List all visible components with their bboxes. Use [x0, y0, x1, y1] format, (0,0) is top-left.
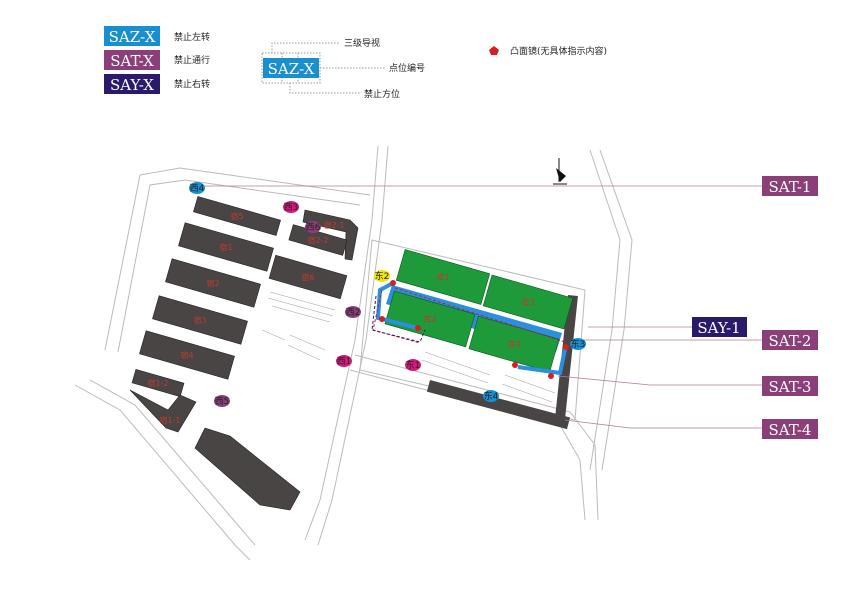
callout-sat-2[interactable]: SAT-2: [769, 332, 812, 350]
marker-east-1[interactable]: 东1: [405, 359, 421, 371]
building-label: 宿1-2: [147, 378, 168, 388]
building: [482, 274, 574, 330]
legend-saz-desc: 禁止左转: [174, 31, 210, 43]
building: [139, 330, 235, 380]
marker-east-4[interactable]: 东4: [483, 390, 499, 402]
west-buildings: 宿5 宿1 宿2 宿3 宿4 宿1-2 宿1-1 宿2-1 宿2-2 宿6: [129, 196, 359, 511]
building: [468, 315, 560, 373]
marker-label: 西1: [337, 356, 352, 367]
building-label: 宿1: [219, 242, 232, 252]
building-label: 库3: [521, 297, 534, 307]
callout-sat-3[interactable]: SAT-3: [769, 378, 812, 396]
legend-diagram-code: SAZ-X: [268, 60, 315, 78]
marker-label: 西4: [190, 183, 205, 194]
marker-east-2[interactable]: 东2: [374, 270, 390, 282]
building: [178, 222, 274, 272]
building: [268, 254, 348, 300]
callout-say-1[interactable]: SAY-1: [697, 319, 740, 337]
marker-east-3[interactable]: 东3: [570, 338, 586, 350]
building: [152, 295, 248, 345]
legend-diagram-top: 三级导视: [344, 37, 380, 49]
marker-label: 西6: [306, 222, 321, 233]
building: [131, 369, 185, 397]
building-label: 宿2: [206, 278, 219, 288]
legend-mirror-desc: 凸面镜(无具体指示内容): [510, 45, 607, 57]
building-label: 宿2-1: [323, 220, 344, 230]
marker-label: 西2: [346, 307, 361, 318]
marker-west-6[interactable]: 西6: [305, 221, 321, 233]
building: [194, 427, 301, 511]
legend-diagram-bottom: 禁止方位: [364, 88, 400, 100]
building: [165, 258, 261, 308]
marker-label: 东1: [406, 359, 421, 371]
building: [193, 196, 281, 236]
legend-sat-desc: 禁止通行: [174, 54, 210, 66]
marker-west-3[interactable]: 西3: [283, 201, 299, 213]
building-label: 宿4: [180, 350, 193, 360]
callout-sat-4[interactable]: SAT-4: [769, 421, 812, 439]
building-label: 宿2-2: [307, 235, 328, 245]
legend-say-badge: [104, 74, 160, 94]
east-buildings: 库1 库2 库3 库4: [371, 249, 574, 379]
legend-diagram-right: 点位编号: [389, 62, 425, 74]
marker-west-1[interactable]: 西1: [336, 355, 352, 367]
callout-lines: [200, 185, 762, 429]
legend-sat-badge: [104, 50, 160, 70]
building-label: 宿5: [230, 211, 243, 221]
legend-saz-code: SAZ-X: [109, 28, 156, 46]
legend-saz-badge: [104, 26, 160, 46]
building-label: 宿3: [193, 315, 206, 325]
building: [129, 389, 197, 433]
north-arrow-icon: [553, 158, 567, 185]
building: [288, 224, 348, 256]
building: [395, 249, 491, 305]
marker-label: 西3: [284, 202, 299, 213]
legend-sat-code: SAT-X: [110, 52, 154, 70]
marker-west-5[interactable]: 西5: [214, 395, 230, 407]
roads: [74, 145, 633, 561]
marker-label: 东2: [375, 270, 390, 282]
building-label: 库2: [423, 314, 436, 324]
marker-label: 西5: [215, 396, 230, 407]
blue-route: [517, 344, 568, 376]
dashed-route: [371, 295, 426, 343]
callouts: SAT-1 SAY-1 SAT-2 SAT-3 SAT-4: [692, 176, 818, 439]
building-label: 宿1-1: [159, 415, 180, 425]
marker-west-4[interactable]: 西4: [189, 182, 205, 194]
marker-label: 东4: [484, 390, 499, 402]
building-label: 库1: [436, 272, 449, 282]
markers: 西1 西2 西3 西4 西5 西6 东1 东2 东3 东4: [189, 182, 586, 407]
legend: SAZ-X 禁止左转 SAT-X 禁止通行 SAY-X 禁止右转 SAZ-X 三…: [104, 26, 607, 100]
building-label: 库4: [507, 339, 520, 349]
convex-mirrors: [379, 280, 569, 379]
marker-west-2[interactable]: 西2: [345, 306, 361, 318]
building: [384, 290, 476, 348]
parking: [261, 291, 578, 430]
marker-label: 东3: [571, 338, 586, 350]
building-label: 宿6: [301, 272, 314, 282]
legend-say-code: SAY-X: [110, 76, 154, 94]
convex-mirror-icon: [489, 46, 499, 55]
callout-sat-1[interactable]: SAT-1: [769, 178, 812, 196]
blue-route: [375, 281, 419, 330]
legend-say-desc: 禁止右转: [174, 78, 210, 90]
legend-diagram: SAZ-X 三级导视 点位编号 禁止方位: [261, 37, 425, 100]
